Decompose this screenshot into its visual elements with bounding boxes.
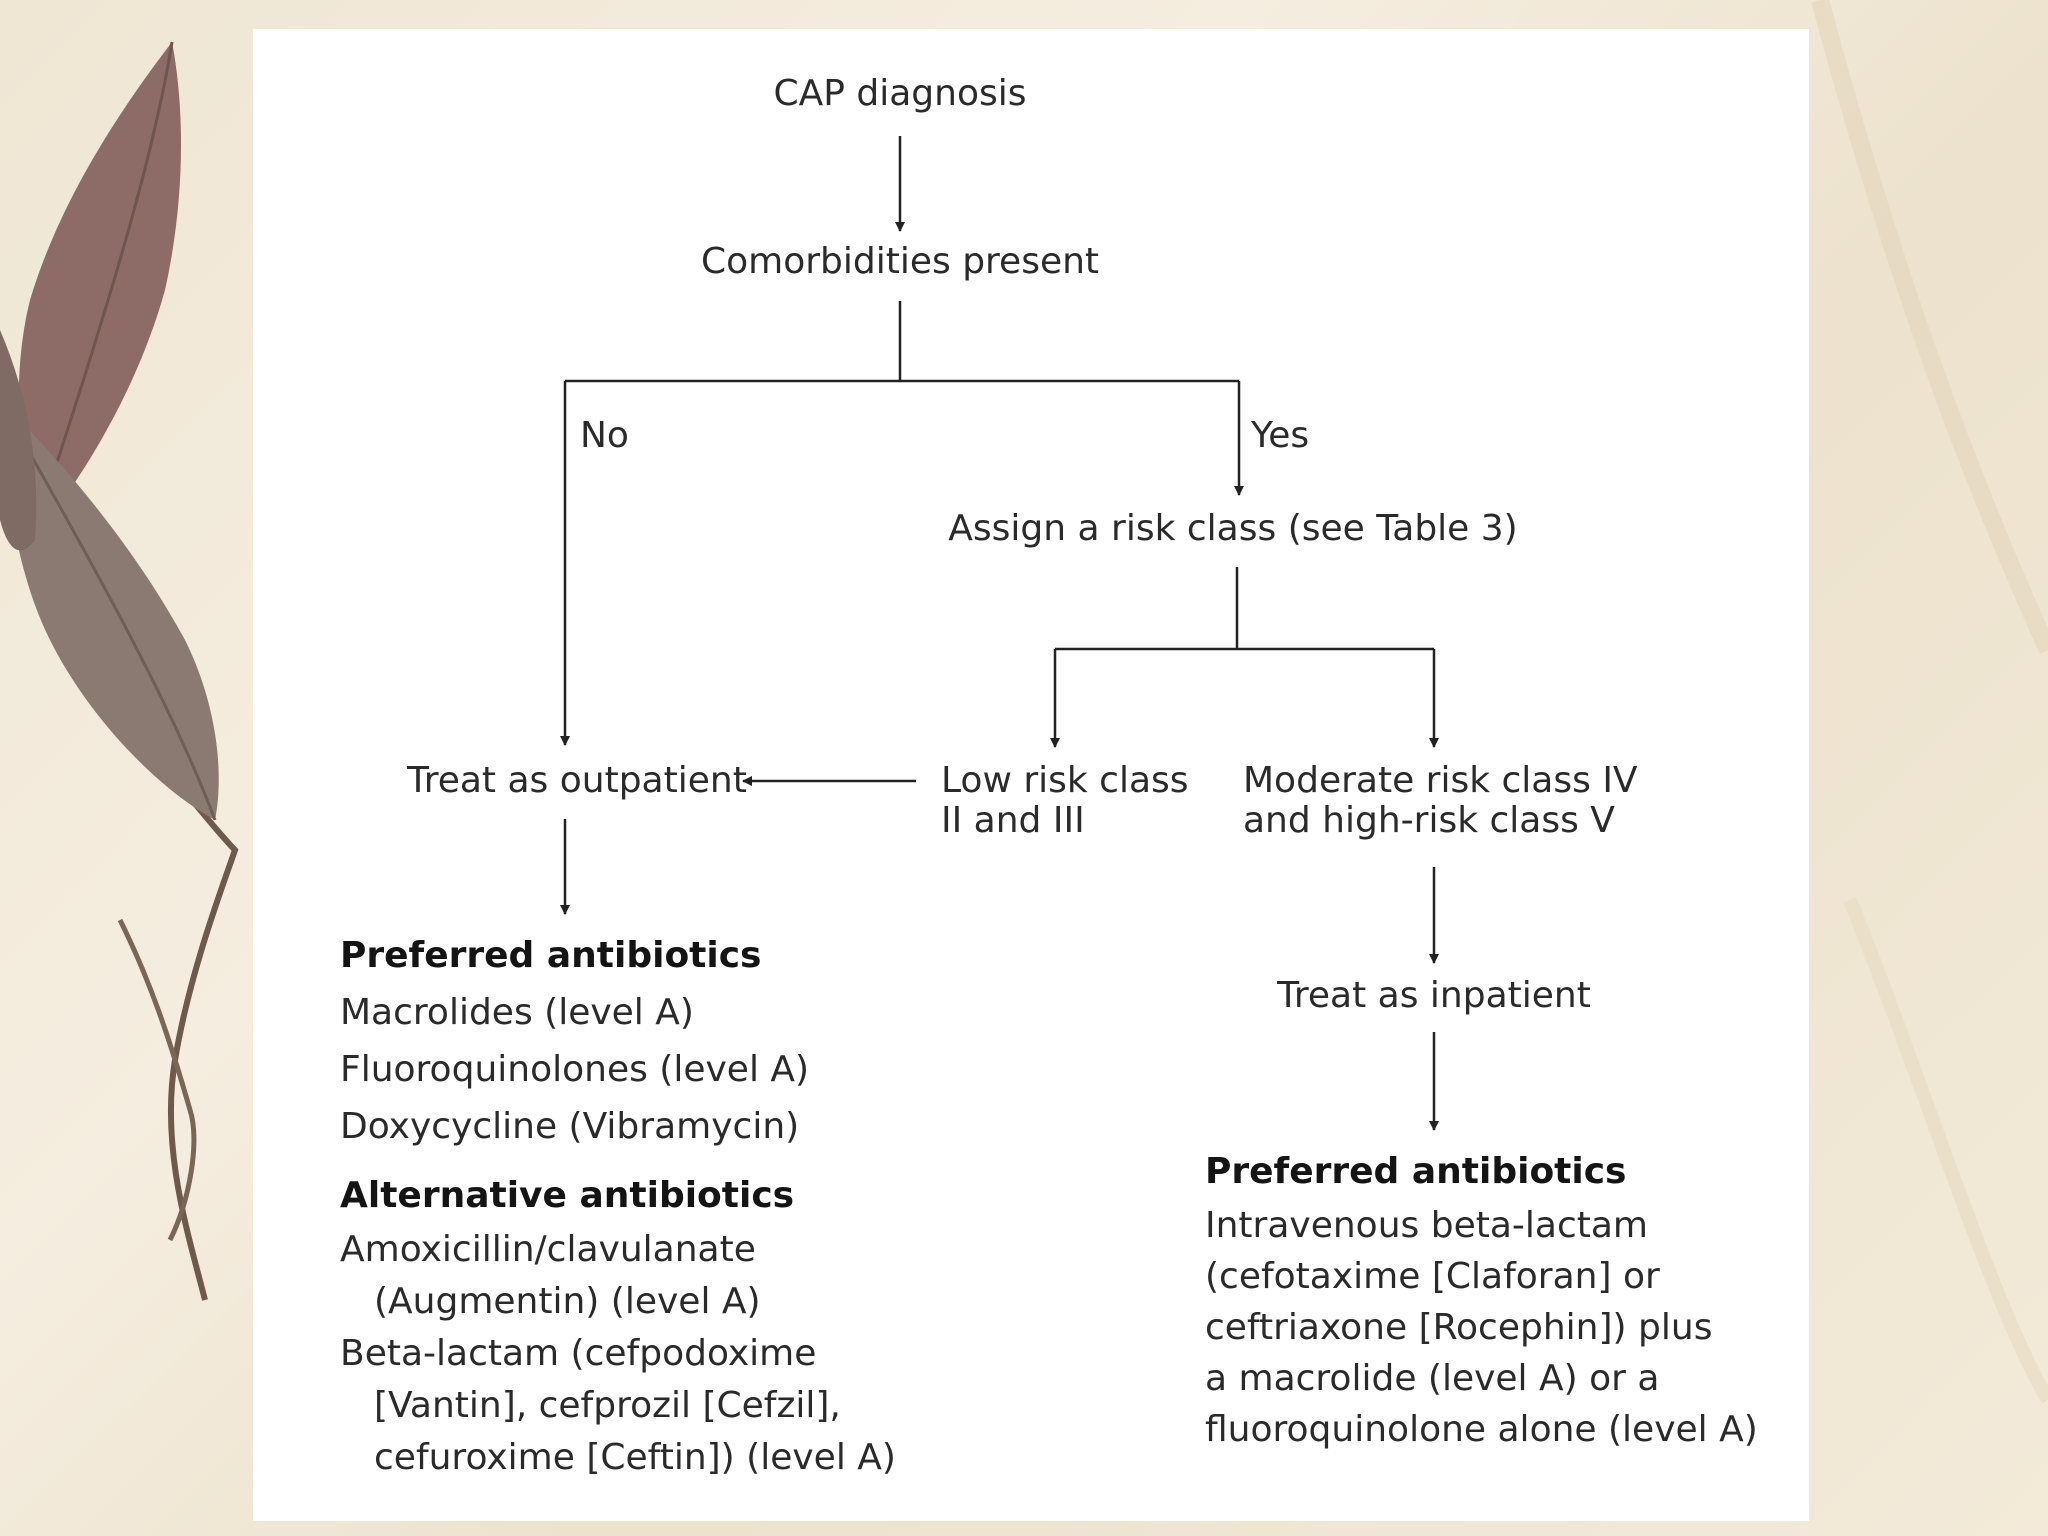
node-assign-risk-class: Assign a risk class (see Table 3) xyxy=(948,508,1518,549)
inpatient-line: ceftriaxone [Rocephin]) plus xyxy=(1205,1307,1713,1348)
flowchart-connectors xyxy=(560,136,1439,1131)
alternative-item-1: Amoxicillin/clavulanate (Augmentin) (lev… xyxy=(340,1224,896,1328)
marble-streak xyxy=(1843,897,2048,1404)
marble-streak xyxy=(1811,0,2048,654)
low-risk-line: II and III xyxy=(941,800,1085,841)
outpatient-preferred-item: Doxycycline (Vibramycin) xyxy=(340,1106,800,1147)
moderate-risk-line: and high-risk class V xyxy=(1243,800,1615,841)
node-treat-outpatient: Treat as outpatient xyxy=(407,760,747,801)
node-comorbidities-present: Comorbidities present xyxy=(700,241,1100,282)
leaf-mid-vein xyxy=(0,399,217,821)
branch-label-no: No xyxy=(580,415,629,456)
node-low-risk: Low risk class II and III xyxy=(941,761,1189,841)
outpatient-preferred-header: Preferred antibiotics xyxy=(340,935,762,976)
outpatient-alternative-header: Alternative antibiotics xyxy=(340,1175,795,1216)
branch-label-yes: Yes xyxy=(1251,415,1310,456)
alternative-line: [Vantin], cefprozil [Cefzil], xyxy=(374,1385,841,1426)
alternative-item-2: Beta-lactam (cefpodoxime [Vantin], cefpr… xyxy=(340,1328,896,1484)
alternative-line: Beta-lactam (cefpodoxime xyxy=(340,1333,817,1374)
branch-twig xyxy=(117,918,197,1242)
low-risk-line: Low risk class xyxy=(941,760,1189,801)
node-cap-diagnosis: CAP diagnosis xyxy=(773,73,1027,114)
inpatient-line: fluoroquinolone alone (level A) xyxy=(1205,1409,1758,1450)
leaf-left xyxy=(0,330,37,551)
inpatient-line: a macrolide (level A) or a xyxy=(1205,1358,1660,1399)
diagram-panel: CAP diagnosis Comorbidities present No Y… xyxy=(253,29,1809,1521)
inpatient-antibiotics-block: Preferred antibiotics Intravenous beta-l… xyxy=(1205,1143,1758,1455)
outpatient-antibiotics-block: Preferred antibiotics Macrolides (level … xyxy=(340,927,896,1484)
inpatient-preferred-header: Preferred antibiotics xyxy=(1205,1151,1627,1192)
node-treat-inpatient: Treat as inpatient xyxy=(1277,975,1591,1016)
inpatient-line: Intravenous beta-lactam xyxy=(1205,1205,1648,1246)
alternative-line: Amoxicillin/clavulanate xyxy=(340,1229,756,1270)
alternative-line: (Augmentin) (level A) xyxy=(374,1281,761,1322)
alternative-line: cefuroxime [Ceftin]) (level A) xyxy=(374,1437,896,1478)
outpatient-preferred-item: Macrolides (level A) xyxy=(340,992,694,1033)
leaf-top xyxy=(18,42,182,540)
leaf-mid xyxy=(0,400,219,820)
moderate-risk-line: Moderate risk class IV xyxy=(1243,760,1638,801)
inpatient-line: (cefotaxime [Claforan] or xyxy=(1205,1256,1660,1297)
outpatient-preferred-item: Fluoroquinolones (level A) xyxy=(340,1049,810,1090)
node-moderate-high-risk: Moderate risk class IV and high-risk cla… xyxy=(1243,761,1638,841)
